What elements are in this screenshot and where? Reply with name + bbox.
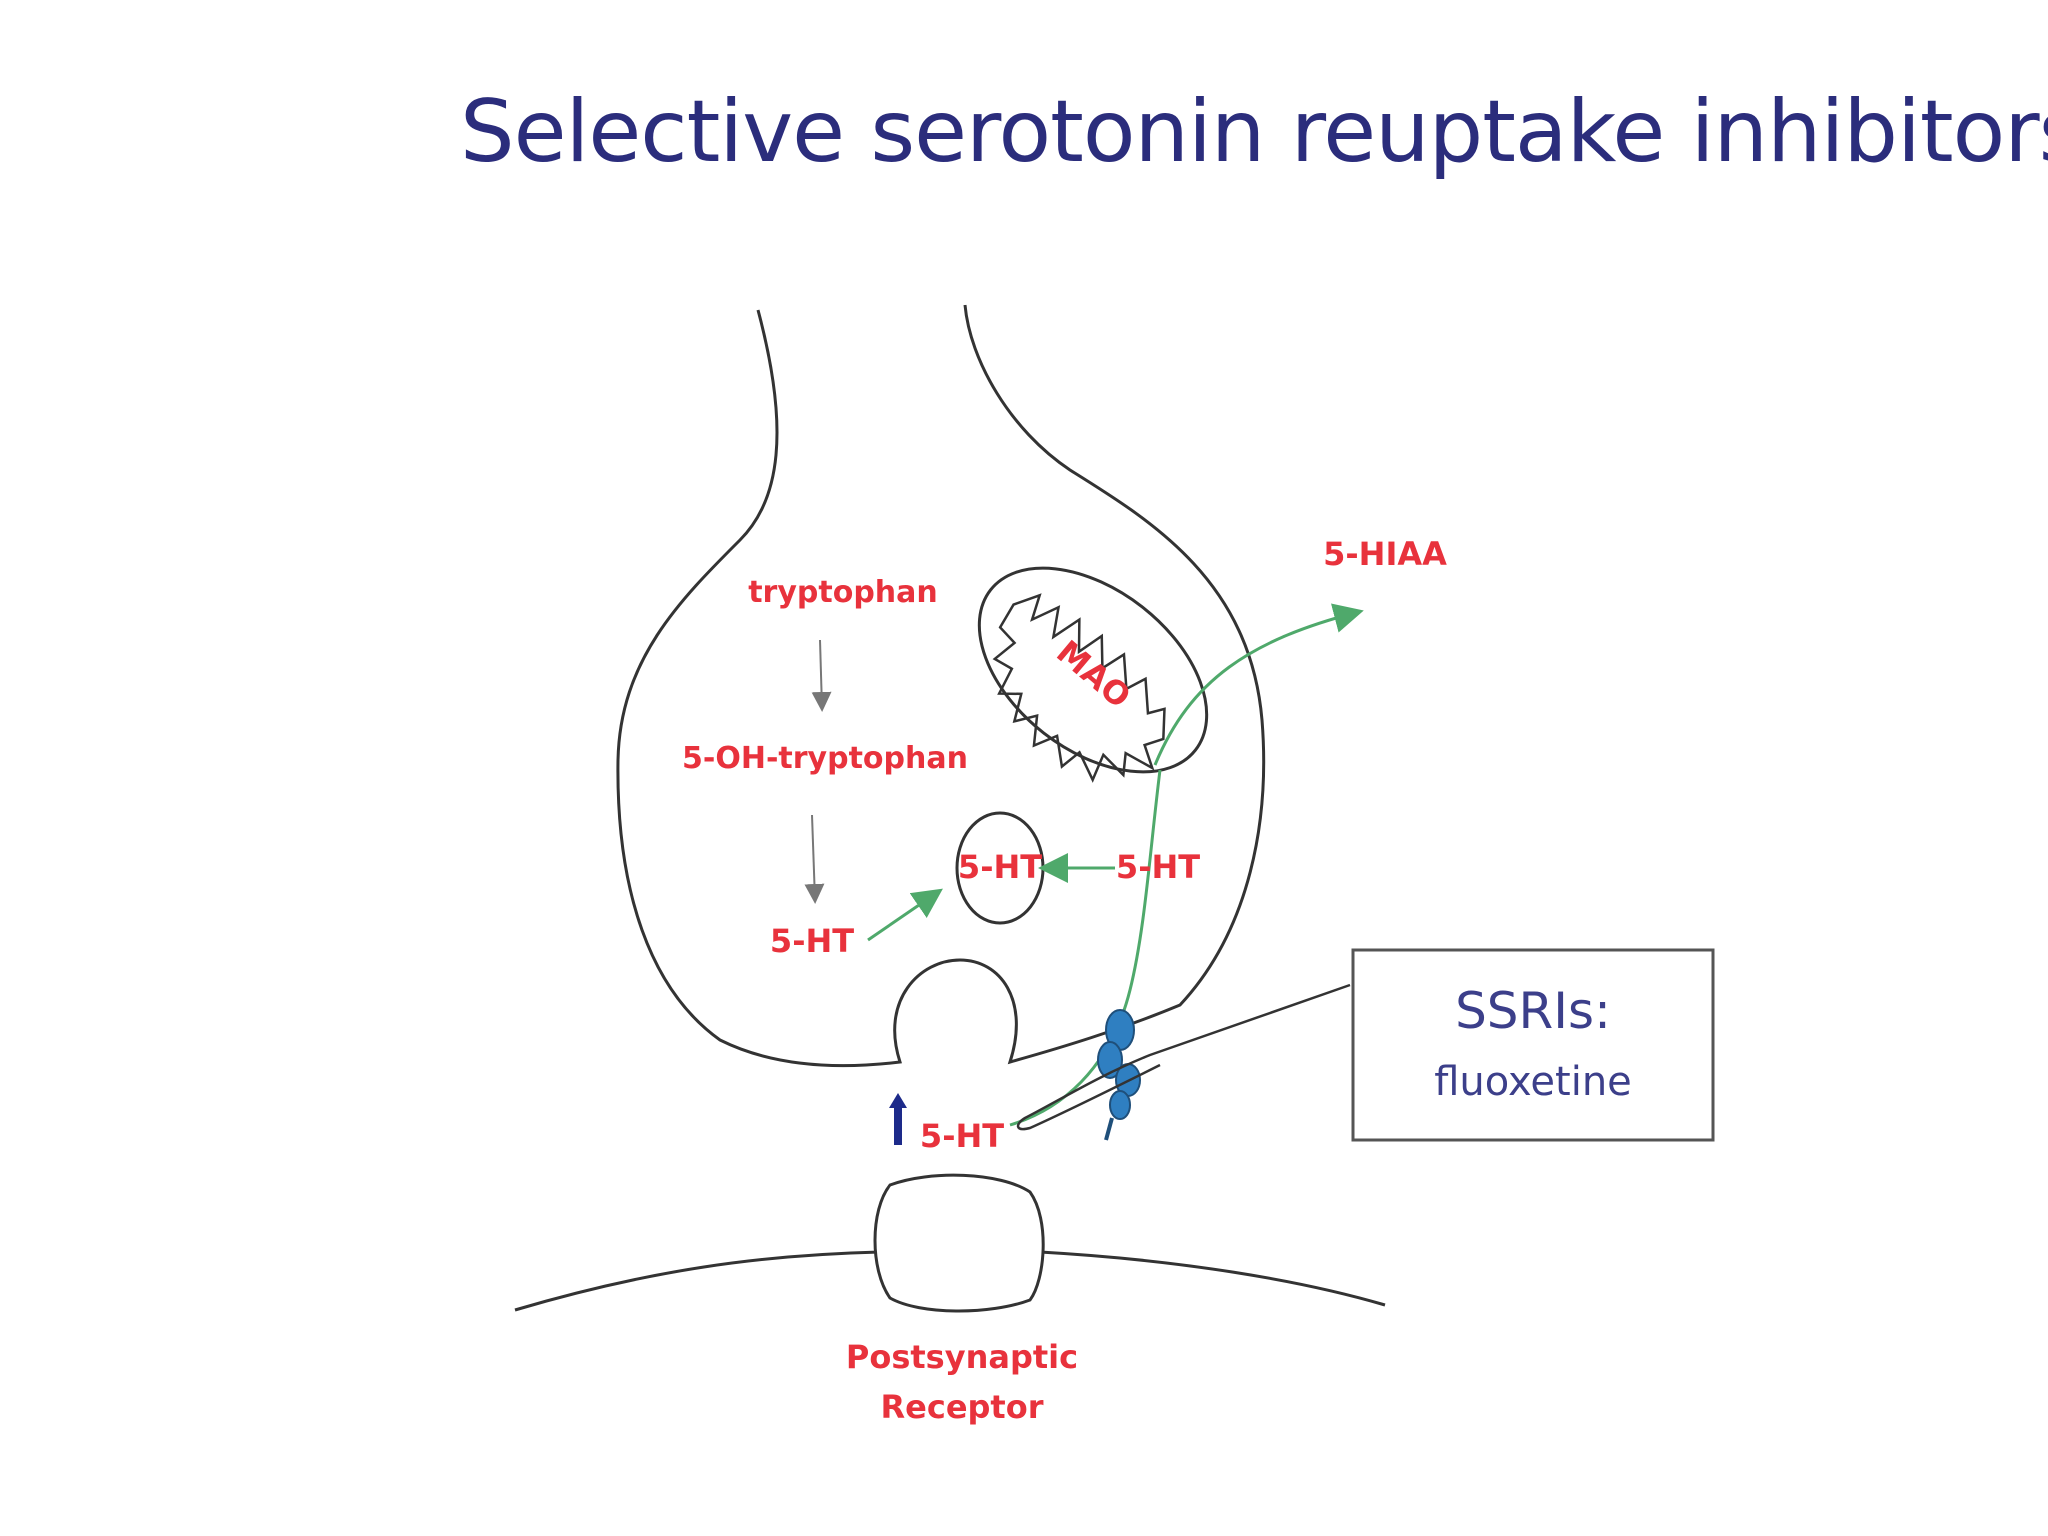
postsynaptic-receptor-shape	[873, 1173, 1045, 1313]
arrow-tryptophan-to-5oh	[811, 639, 832, 712]
label-5ht-cytoplasm: 5-HT	[770, 922, 854, 960]
label-tryptophan: tryptophan	[748, 575, 938, 610]
arrow-cleft-reuptake	[1009, 769, 1162, 1127]
arrow-5oh-to-5ht	[804, 814, 825, 904]
label-receptor: Receptor	[881, 1388, 1044, 1426]
increase-arrow	[889, 1093, 907, 1145]
postsynaptic-membrane-left	[514, 1250, 881, 1312]
label-5ht-reuptake: 5-HT	[1116, 848, 1200, 886]
ssri-heading: SSRIs:	[1455, 982, 1611, 1040]
ssri-drug: fluoxetine	[1434, 1059, 1632, 1105]
arrow-5ht-into-vesicle	[867, 888, 943, 942]
presynaptic-terminal-outline	[616, 304, 1266, 1068]
ssri-box	[1351, 948, 1715, 1142]
label-5ht-vesicle: 5-HT	[958, 848, 1042, 886]
ssri-pointer-line	[1016, 983, 1351, 1131]
mitochondrion	[977, 566, 1209, 783]
label-5ht-cleft: 5-HT	[920, 1117, 1004, 1155]
postsynaptic-membrane-right	[1039, 1250, 1386, 1307]
arrow-mao-to-5hiaa	[1153, 603, 1364, 766]
label-5-hiaa: 5-HIAA	[1323, 535, 1447, 573]
label-5-oh-tryptophan: 5-OH-tryptophan	[682, 741, 968, 776]
label-postsynaptic: Postsynaptic	[846, 1338, 1078, 1376]
